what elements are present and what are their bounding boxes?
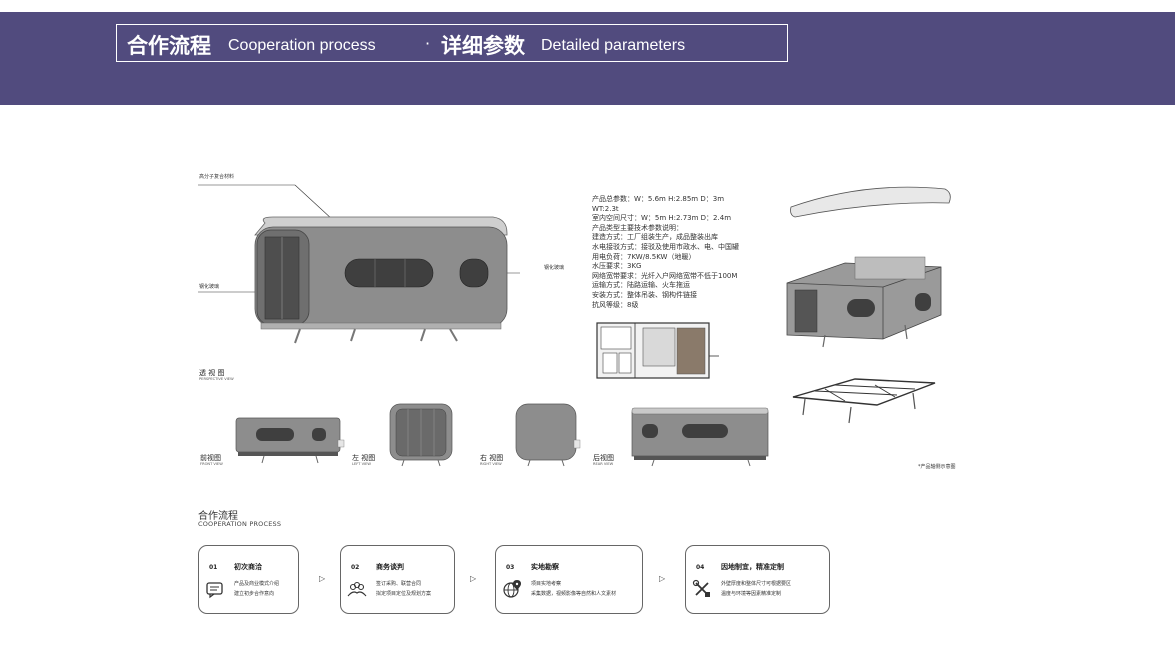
perspective-drawing (198, 184, 520, 344)
title-en-cooperation: Cooperation process (228, 37, 376, 54)
right-view-drawing (515, 403, 581, 467)
perspective-view-cn: 透 视 图 (199, 369, 225, 377)
rear-view-drawing (631, 407, 769, 467)
cooperation-title: 合作流程 (198, 511, 238, 522)
spec-line: 抗风等级：8级 (592, 300, 639, 309)
title-cn-cooperation: 合作流程 (127, 34, 211, 58)
process-step-1: 01 初次商洽 产品及商业模式介绍 建立初步合作意向 (198, 545, 299, 614)
exploded-caption: *产品轴侧示意图 (918, 464, 956, 470)
view-label-front-cn: 前视图 (200, 454, 221, 462)
tools-icon (692, 579, 710, 597)
chat-icon (206, 582, 223, 599)
process-arrow: ▷ (319, 574, 326, 583)
view-label-rear-en: REAR VIEW (593, 462, 614, 466)
step-title: 实地勘察 (531, 563, 559, 571)
view-label-right-en: RIGHT VIEW (480, 462, 502, 466)
step-desc-line: 产品及商业模式介绍 (234, 581, 280, 587)
process-arrow: ▷ (659, 574, 666, 583)
spec-line: 网络宽带要求：光纤入户网络宽带不低于100M (592, 271, 738, 280)
view-label-left-cn: 左 视图 (352, 454, 376, 462)
spec-line: 产品总参数：W：5.6m H:2.85m D：3m (592, 195, 725, 203)
spec-line: 水压要求：3KG (592, 262, 642, 271)
spec-line: WT:2.3t (592, 204, 619, 213)
step-title: 商务谈判 (376, 563, 404, 571)
view-label-front-en: FRONT VIEW (200, 462, 223, 466)
view-label-right-cn: 右 视图 (480, 454, 504, 462)
step-number: 02 (351, 564, 360, 571)
step-title: 因地制宜，精准定制 (721, 563, 784, 571)
label-glass-right: 钢化玻璃 (544, 265, 565, 271)
left-view-drawing (389, 403, 453, 467)
spec-line: 建造方式：工厂组装生产，成品整装出库 (592, 233, 718, 242)
step-number: 03 (506, 564, 515, 571)
label-glass-left: 钢化玻璃 (199, 284, 220, 290)
title-box: 合作流程 Cooperation process · 详细参数 Detailed… (116, 24, 788, 62)
floor-plan-drawing (596, 322, 719, 379)
process-arrow: ▷ (470, 574, 477, 583)
step-desc-line: 项目实地考察 (531, 581, 562, 587)
step-title: 初次商洽 (234, 563, 262, 571)
front-view-drawing (235, 417, 345, 464)
perspective-view-en: PERSPECTIVE VIEW (199, 377, 234, 381)
spec-line: 安装方式：整体吊装、钢构件链接 (592, 290, 697, 299)
step-desc-line: 温度与环境等因素精准定制 (721, 591, 782, 597)
spec-line: 用电负荷：7KW/8.5KW（地暖） (592, 252, 696, 261)
step-number: 04 (696, 564, 705, 571)
view-label-left-en: LEFT VIEW (352, 462, 371, 466)
header-banner (0, 12, 1175, 105)
people-icon (347, 581, 367, 597)
step-desc-line: 外壁厚度和整体尺寸可根据要区 (721, 581, 792, 587)
label-material: 高分子复合材料 (199, 174, 235, 180)
step-desc-line: 建立初步合作意向 (234, 591, 275, 597)
spec-line: 运输方式：陆路运输、火车拖运 (592, 281, 690, 290)
exploded-view-drawing (786, 186, 951, 424)
step-number: 01 (209, 564, 218, 571)
title-separator-dot: · (425, 34, 431, 53)
title-en-parameters: Detailed parameters (541, 37, 686, 54)
globe-pin-icon (503, 580, 521, 598)
cooperation-subtitle: COOPERATION PROCESS (198, 520, 282, 528)
process-step-4: 04 因地制宜，精准定制 外壁厚度和整体尺寸可根据要区 温度与环境等因素精准定制 (685, 545, 830, 614)
step-desc-line: 签订采购、联营合同 (376, 581, 422, 587)
process-step-2: 02 商务谈判 签订采购、联营合同 拟定项目定位及规划方案 (340, 545, 455, 614)
process-step-3: 03 实地勘察 项目实地考察 采集数据，视频影像等自然和人文素材 (495, 545, 643, 614)
view-label-rear-cn: 后视图 (593, 454, 614, 462)
step-desc-line: 拟定项目定位及规划方案 (376, 591, 432, 597)
title-cn-parameters: 详细参数 (441, 34, 525, 58)
spec-list: 产品总参数：W：5.6m H:2.85m D：3m WT:2.3t 室内空间尺寸… (592, 195, 739, 310)
spec-line: 水电接驳方式：接驳及使用市政水、电、中国罐 (592, 242, 739, 251)
spec-line: 产品类型主要技术参数说明： (592, 223, 683, 232)
spec-line: 室内空间尺寸：W：5m H:2.73m D：2.4m (592, 214, 732, 223)
step-desc-line: 采集数据，视频影像等自然和人文素材 (531, 591, 617, 597)
